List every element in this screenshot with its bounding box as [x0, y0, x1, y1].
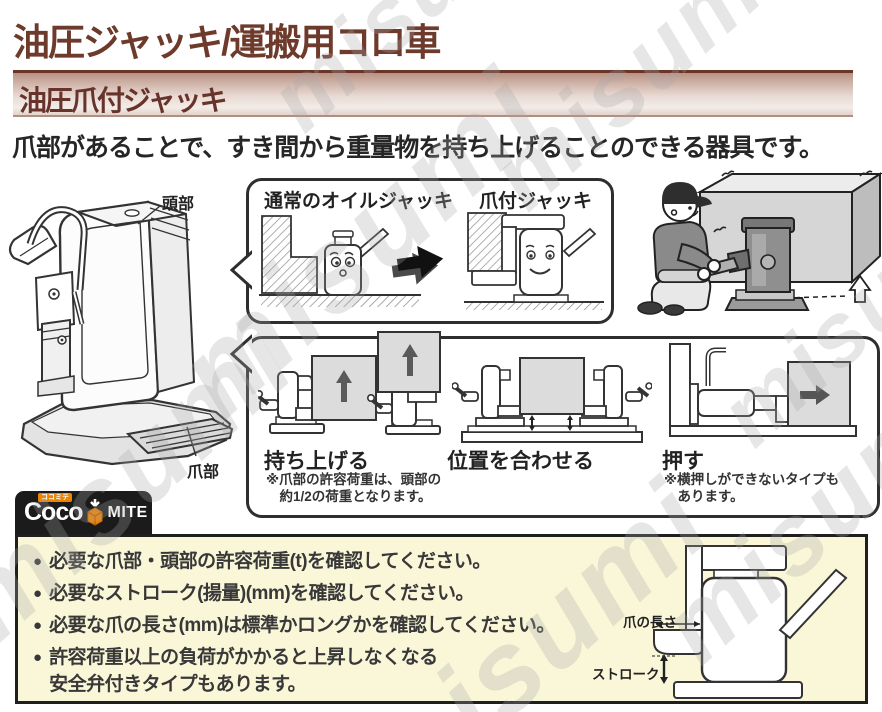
step-push-label: 押す — [662, 450, 704, 473]
bubble-tail-icon — [229, 250, 252, 290]
spec-jack-illustration — [652, 545, 848, 699]
step-push-note: ※横押しができないタイプも あります。 — [664, 472, 840, 504]
checklist: ● 必要な爪部・頭部の許容荷重(t)を確認してください。 ● 必要なストローク(… — [33, 548, 593, 703]
claw-length-label: 爪の長さ — [623, 615, 677, 630]
transform-arrow-icon — [391, 246, 444, 285]
step-lift-label: 持ち上げる — [264, 450, 369, 473]
section-title: 油圧爪付ジャッキ — [19, 85, 228, 116]
cocomite-kana-badge: ココミテ — [38, 493, 72, 502]
bullet-icon: ● — [33, 585, 43, 602]
bullet-icon: ● — [33, 553, 43, 570]
step-align-illustration — [452, 357, 652, 443]
main-jack-illustration — [8, 200, 234, 466]
normal-jack-illustration — [259, 215, 421, 307]
claw-part-label: 爪部 — [187, 464, 220, 481]
check-item: ● 必要なストローク(揚量)(mm)を確認してください。 — [33, 580, 593, 607]
bubble-tail-icon — [229, 334, 252, 374]
check-item: ● 必要な爪の長さ(mm)は標準かロングかを確認してください。 — [33, 612, 593, 639]
bullet-icon: ● — [33, 617, 43, 634]
cocomite-logo: Coco MITE — [15, 491, 152, 534]
step-lift-note: ※爪部の許容荷重は、頭部の 約1/2の荷重となります。 — [266, 472, 442, 504]
normal-jack-title: 通常のオイルジャッキ — [264, 191, 454, 212]
toe-jack-title: 爪付ジャッキ — [479, 191, 593, 212]
step-align-label: 位置を合わせる — [447, 450, 594, 473]
toe-jack-illustration — [464, 212, 604, 310]
page-description: 爪部があることで、すき間から重量物を持ち上げることのできる器具です。 — [12, 134, 824, 162]
step-push-illustration — [669, 343, 857, 437]
cube-icon — [87, 498, 102, 526]
stroke-label: ストローク — [592, 667, 660, 682]
section-title-bar — [13, 73, 853, 117]
page-title: 油圧ジャッキ/運搬用コロ車 — [13, 22, 441, 63]
title-underline — [13, 70, 853, 73]
cocomite-text-mite: MITE — [107, 503, 148, 521]
step-lift-illustration — [258, 331, 441, 435]
head-part-label: 頭部 — [162, 196, 195, 213]
bullet-icon: ● — [33, 649, 43, 666]
worker-illustration — [637, 170, 882, 316]
check-item: ● 許容荷重以上の負荷がかかると上昇しなくなる 安全弁付きタイプもあります。 — [33, 644, 593, 698]
check-item: ● 必要な爪部・頭部の許容荷重(t)を確認してください。 — [33, 548, 593, 575]
cocomite-text-coco: Coco — [24, 498, 83, 526]
